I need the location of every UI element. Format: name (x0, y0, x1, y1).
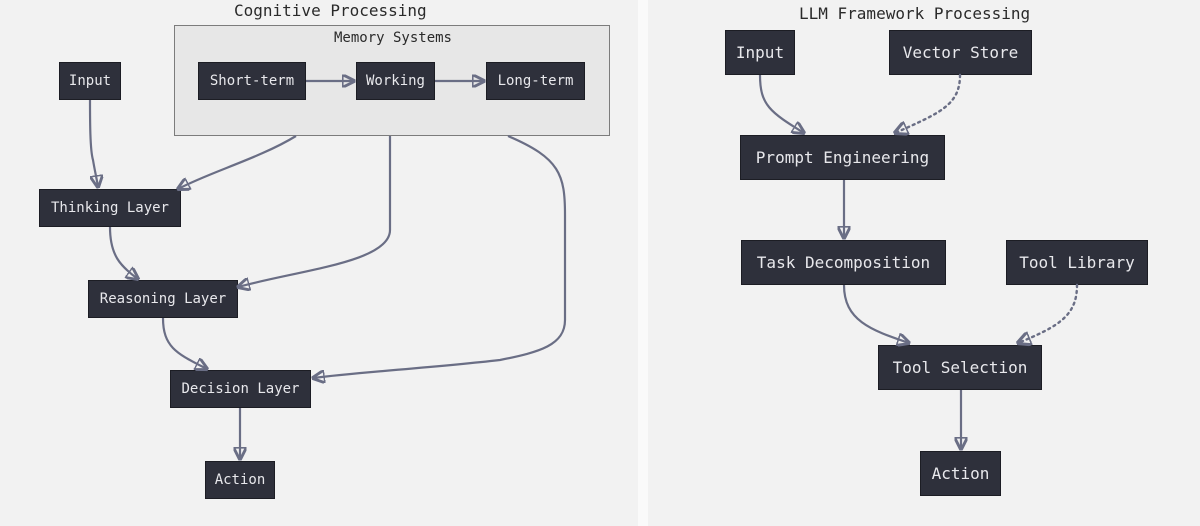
node-short-term[interactable]: Short-term (198, 62, 306, 100)
node-vector-store[interactable]: Vector Store (889, 30, 1032, 75)
edge-tool-library-tool-selection (1018, 283, 1079, 343)
edge-memory-reasoning (238, 136, 392, 287)
node-prompt-engineering[interactable]: Prompt Engineering (740, 135, 945, 180)
node-tool-library[interactable]: Tool Library (1006, 240, 1148, 285)
edge-memory-decision (313, 134, 567, 378)
edge-task-tool-selection (842, 284, 909, 343)
node-input-left[interactable]: Input (59, 62, 121, 100)
edge-reasoning-decision (161, 317, 207, 369)
edge-memory-thinking (178, 135, 297, 189)
node-input-right[interactable]: Input (725, 30, 795, 75)
node-action-right[interactable]: Action (920, 451, 1001, 496)
panel-divider (638, 0, 648, 526)
memory-systems-title: Memory Systems (333, 30, 452, 46)
llm-framework-title: LLM Framework Processing (799, 4, 1031, 23)
cognitive-processing-title: Cognitive Processing (234, 1, 427, 20)
node-thinking-layer[interactable]: Thinking Layer (39, 189, 181, 227)
node-long-term[interactable]: Long-term (486, 62, 585, 100)
node-decision-layer[interactable]: Decision Layer (170, 370, 311, 408)
edge-input-thinking (88, 99, 98, 187)
edge-thinking-reasoning (108, 226, 138, 279)
edge-input-prompt (758, 74, 804, 133)
node-working[interactable]: Working (356, 62, 435, 100)
node-task-decomposition[interactable]: Task Decomposition (741, 240, 946, 285)
node-action-left[interactable]: Action (205, 461, 275, 499)
node-tool-selection[interactable]: Tool Selection (878, 345, 1042, 390)
edge-vector-store-prompt (895, 73, 962, 133)
node-reasoning-layer[interactable]: Reasoning Layer (88, 280, 238, 318)
